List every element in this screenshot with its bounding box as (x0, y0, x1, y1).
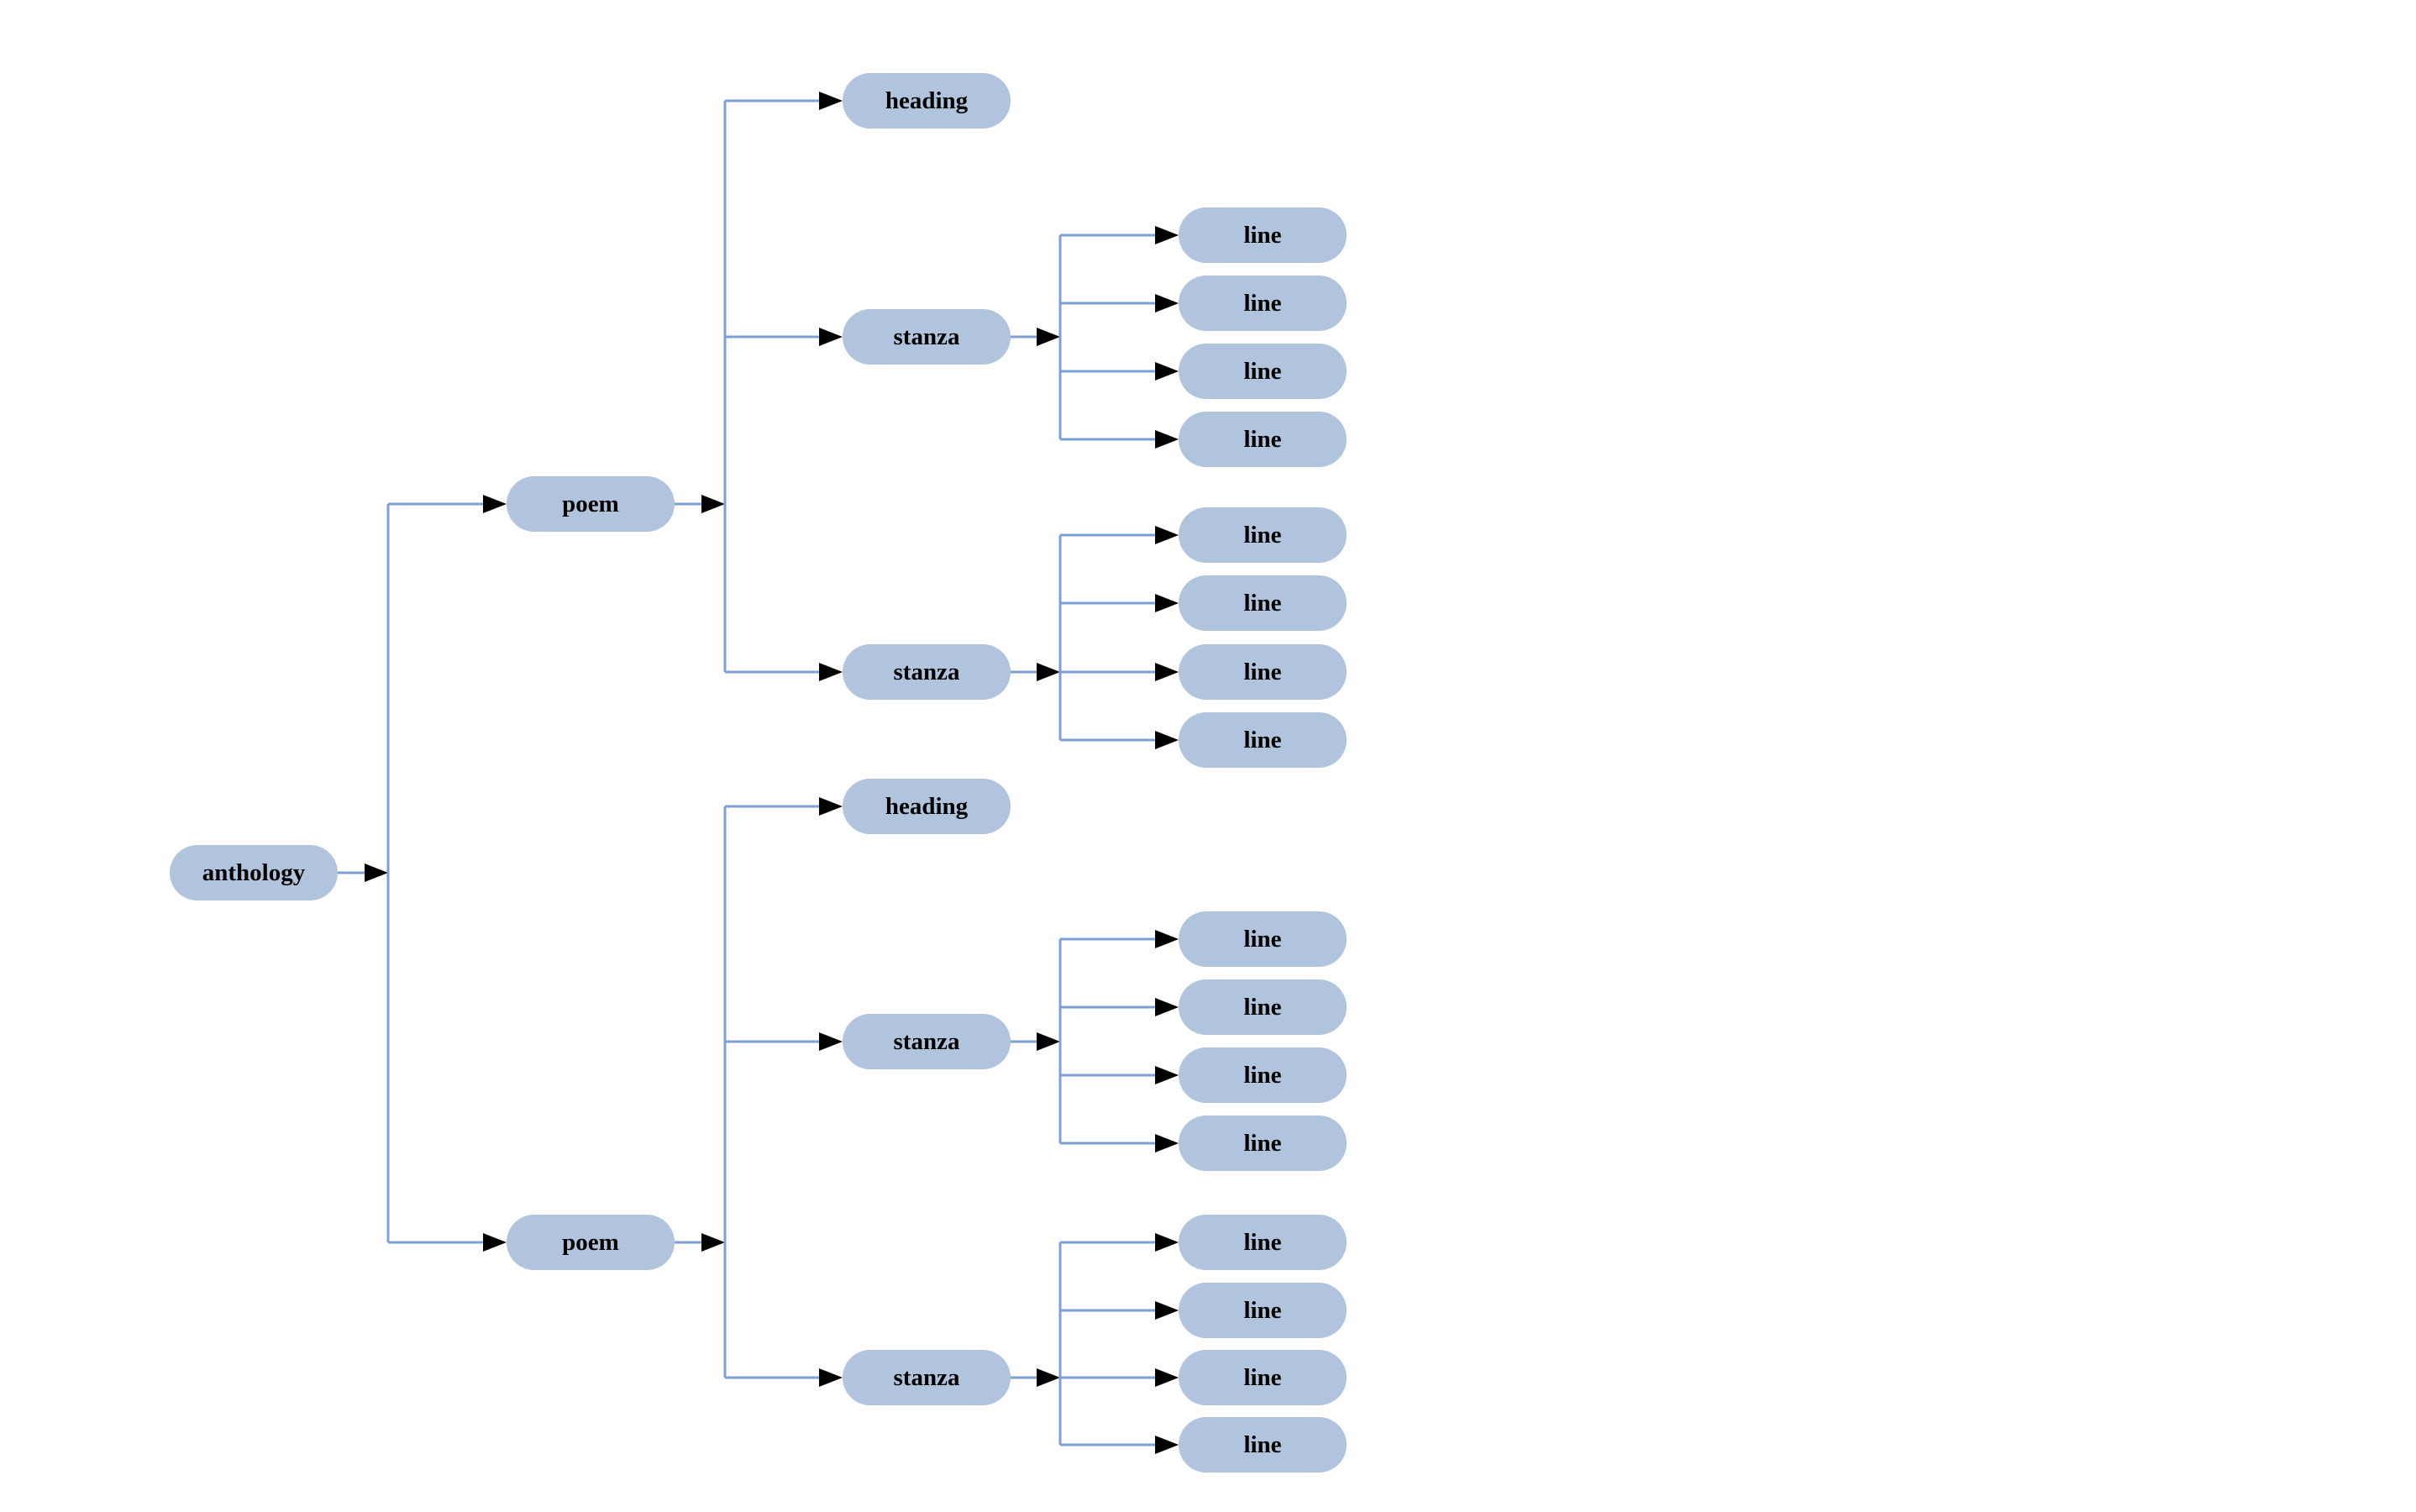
arrowhead-icon (1155, 1436, 1179, 1454)
node-heading-1: heading (843, 73, 1011, 129)
node-line-3a: line (1179, 911, 1347, 967)
arrowhead-icon (1155, 998, 1179, 1016)
arrowhead-icon (819, 1368, 843, 1387)
arrowhead-icon (1155, 1134, 1179, 1152)
arrowhead-icon (819, 92, 843, 110)
node-heading-2: heading (843, 779, 1011, 834)
arrowhead-icon (1155, 594, 1179, 612)
arrowhead-icon (819, 328, 843, 346)
arrowhead-icon (1155, 226, 1179, 244)
node-line-2c: line (1179, 644, 1347, 700)
arrowhead-icon (1155, 362, 1179, 381)
arrowhead-icon (1155, 526, 1179, 544)
arrowhead-icon (819, 1032, 843, 1051)
arrowhead-icon (1155, 731, 1179, 749)
node-line-2d: line (1179, 712, 1347, 768)
node-line-4a: line (1179, 1215, 1347, 1270)
arrowhead-icon (483, 495, 507, 513)
node-line-2a: line (1179, 507, 1347, 563)
arrowhead-icon (365, 864, 388, 882)
node-line-3d: line (1179, 1116, 1347, 1171)
arrowhead-icon (1155, 930, 1179, 948)
arrowhead-icon (1155, 430, 1179, 449)
node-stanza-1: stanza (843, 309, 1011, 365)
arrowhead-icon (1037, 1368, 1060, 1387)
arrowhead-icon (1037, 328, 1060, 346)
arrowhead-icon (819, 797, 843, 816)
arrowhead-icon (1155, 294, 1179, 312)
node-anthology: anthology (170, 845, 338, 900)
node-line-4c: line (1179, 1350, 1347, 1405)
node-poem-2: poem (507, 1215, 675, 1270)
arrowhead-icon (701, 495, 725, 513)
arrowhead-icon (819, 663, 843, 681)
arrowhead-icon (1155, 1066, 1179, 1084)
arrowhead-icon (1155, 1233, 1179, 1252)
arrowhead-icon (483, 1233, 507, 1252)
node-line-1d: line (1179, 412, 1347, 467)
arrowhead-icon (1037, 663, 1060, 681)
node-poem-1: poem (507, 476, 675, 532)
node-line-3b: line (1179, 979, 1347, 1035)
node-stanza-4: stanza (843, 1350, 1011, 1405)
arrowhead-icon (1155, 663, 1179, 681)
node-line-4d: line (1179, 1417, 1347, 1473)
node-line-4b: line (1179, 1283, 1347, 1338)
arrowhead-icon (1037, 1032, 1060, 1051)
node-line-2b: line (1179, 575, 1347, 631)
arrowhead-icon (1155, 1301, 1179, 1320)
node-line-1b: line (1179, 276, 1347, 331)
node-stanza-3: stanza (843, 1014, 1011, 1069)
arrowhead-icon (701, 1233, 725, 1252)
node-line-1a: line (1179, 207, 1347, 263)
node-line-3c: line (1179, 1047, 1347, 1103)
arrowhead-icon (1155, 1368, 1179, 1387)
node-stanza-2: stanza (843, 644, 1011, 700)
node-line-1c: line (1179, 344, 1347, 399)
